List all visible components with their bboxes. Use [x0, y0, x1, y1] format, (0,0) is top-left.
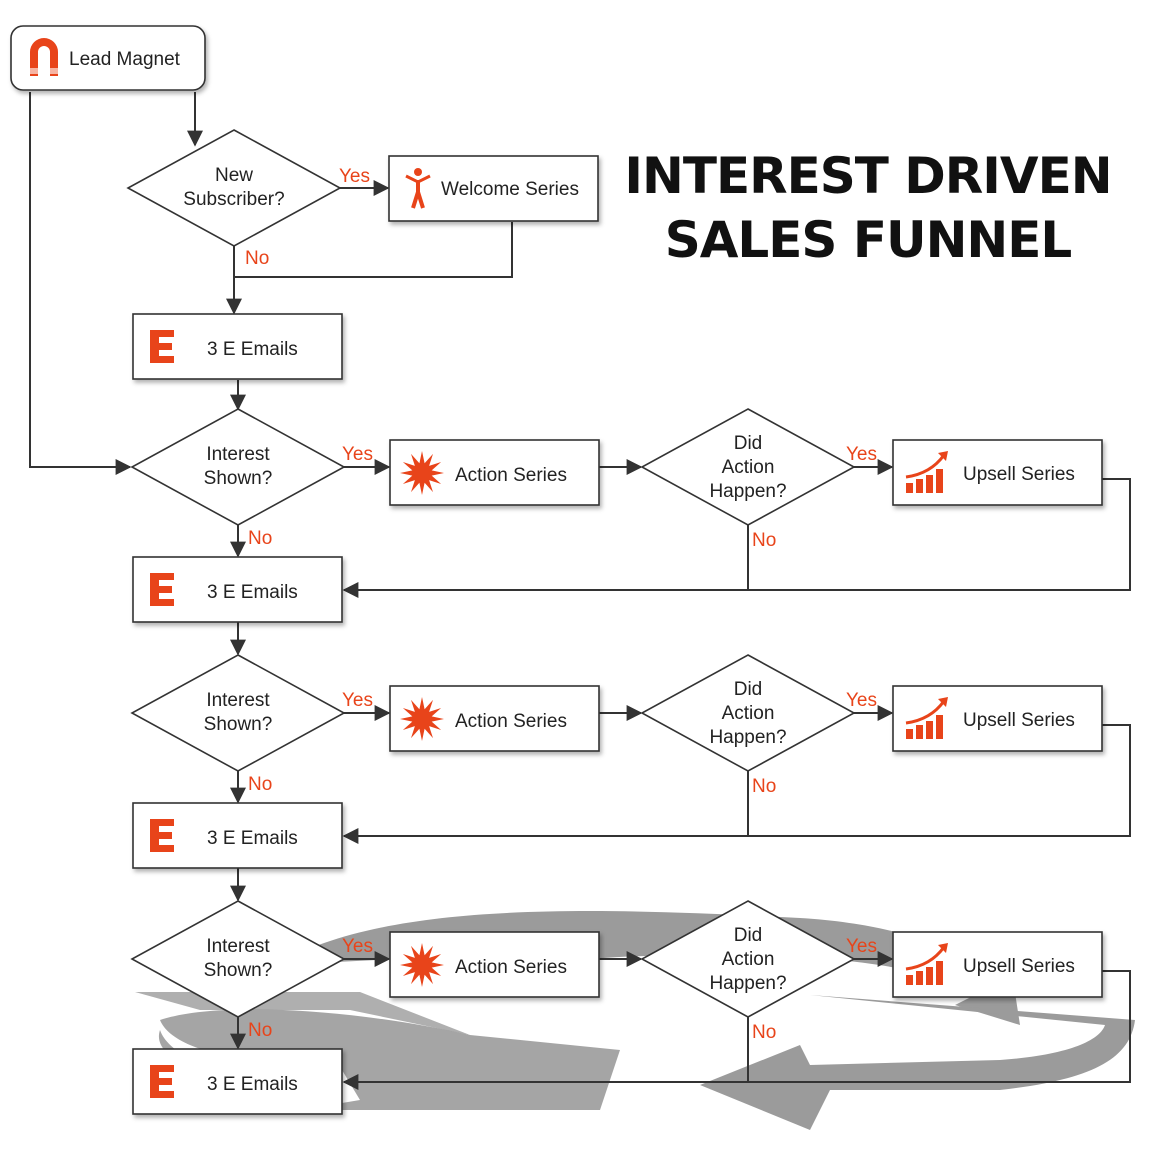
emails-node-3[interactable]: 3 E Emails	[132, 802, 343, 869]
upsell-series-label: Upsell Series	[963, 710, 1075, 731]
interest-line-1: Interest	[206, 936, 270, 957]
did-action-line-2: Action	[722, 703, 775, 724]
swoosh-arrow-right	[700, 995, 1135, 1130]
did-action-no-label: No	[752, 530, 776, 551]
did-action-no-label: No	[752, 776, 776, 797]
title-line-1: INTEREST DRIVEN	[624, 147, 1111, 205]
interest-line-1: Interest	[206, 444, 270, 465]
did-action-yes-label: Yes	[846, 936, 877, 957]
emails-node-2[interactable]: 3 E Emails	[132, 556, 343, 623]
did-action-line-1: Did	[734, 679, 763, 700]
did-action-line-3: Happen?	[709, 973, 786, 994]
row-connectors	[230, 951, 1131, 1090]
interest-line-1: Interest	[206, 690, 270, 711]
starburst-icon	[400, 697, 444, 741]
growth-chart-icon	[905, 943, 948, 985]
interest-no-label: No	[248, 1020, 272, 1041]
interest-line-2: Shown?	[204, 714, 273, 735]
new-subscriber-line-2: Subscriber?	[183, 189, 284, 210]
upsell-series-label: Upsell Series	[963, 464, 1075, 485]
swoosh-arrow-left	[158, 1009, 621, 1110]
interest-line-2: Shown?	[204, 468, 273, 489]
upsell-series-node-2[interactable]: Upsell Series	[892, 685, 1103, 752]
new-subscriber-line-1: New	[215, 165, 253, 186]
diagram-title: INTEREST DRIVEN SALES FUNNEL	[624, 147, 1112, 269]
welcome-series-node[interactable]: Welcome Series	[388, 155, 599, 222]
emails-label: 3 E Emails	[207, 828, 298, 849]
letter-e-icon	[150, 1065, 174, 1098]
emails-label: 3 E Emails	[207, 582, 298, 603]
upsell-series-label: Upsell Series	[963, 956, 1075, 977]
lead-magnet-label: Lead Magnet	[69, 49, 181, 70]
starburst-icon	[400, 943, 444, 987]
person-icon	[405, 168, 431, 209]
interest-no-label: No	[248, 528, 272, 549]
did-action-yes-label: Yes	[846, 444, 877, 465]
interest-yes-label: Yes	[342, 444, 373, 465]
did-action-no-label: No	[752, 1022, 776, 1043]
did-action-line-1: Did	[734, 433, 763, 454]
interest-no-label: No	[248, 774, 272, 795]
did-action-yes-label: Yes	[846, 690, 877, 711]
upsell-series-node-3[interactable]: Upsell Series	[892, 931, 1103, 998]
upsell-series-node-1[interactable]: Upsell Series	[892, 439, 1103, 506]
did-action-line-1: Did	[734, 925, 763, 946]
starburst-icon	[400, 451, 444, 495]
action-series-label: Action Series	[455, 957, 567, 978]
action-series-label: Action Series	[455, 465, 567, 486]
did-action-line-3: Happen?	[709, 481, 786, 502]
new-subscriber-no-label: No	[245, 248, 269, 269]
action-series-node-2[interactable]: Action Series	[389, 685, 600, 752]
action-series-node-3[interactable]: Action Series	[389, 931, 600, 998]
letter-e-icon	[150, 573, 174, 606]
did-action-line-2: Action	[722, 949, 775, 970]
new-subscriber-yes-label: Yes	[339, 166, 370, 187]
row-connectors	[230, 459, 1131, 656]
interest-line-2: Shown?	[204, 960, 273, 981]
row-connectors	[230, 705, 1131, 902]
title-line-2: SALES FUNNEL	[665, 211, 1072, 269]
interest-yes-label: Yes	[342, 690, 373, 711]
emails-label: 3 E Emails	[207, 339, 298, 360]
action-series-node-1[interactable]: Action Series	[389, 439, 600, 506]
emails-node-1[interactable]: 3 E Emails	[132, 313, 343, 380]
action-series-label: Action Series	[455, 711, 567, 732]
interest-yes-label: Yes	[342, 936, 373, 957]
connectors	[29, 92, 513, 475]
growth-chart-icon	[905, 697, 948, 739]
did-action-line-2: Action	[722, 457, 775, 478]
emails-node-4[interactable]: 3 E Emails	[132, 1048, 343, 1115]
did-action-line-3: Happen?	[709, 727, 786, 748]
new-subscriber-decision[interactable]: New Subscriber?	[126, 129, 342, 247]
letter-e-icon	[150, 819, 174, 852]
magnet-icon	[30, 38, 58, 76]
emails-label: 3 E Emails	[207, 1074, 298, 1095]
letter-e-icon	[150, 330, 174, 363]
welcome-series-label: Welcome Series	[441, 179, 579, 200]
lead-magnet-node[interactable]: Lead Magnet	[10, 25, 206, 91]
growth-chart-icon	[905, 451, 948, 493]
